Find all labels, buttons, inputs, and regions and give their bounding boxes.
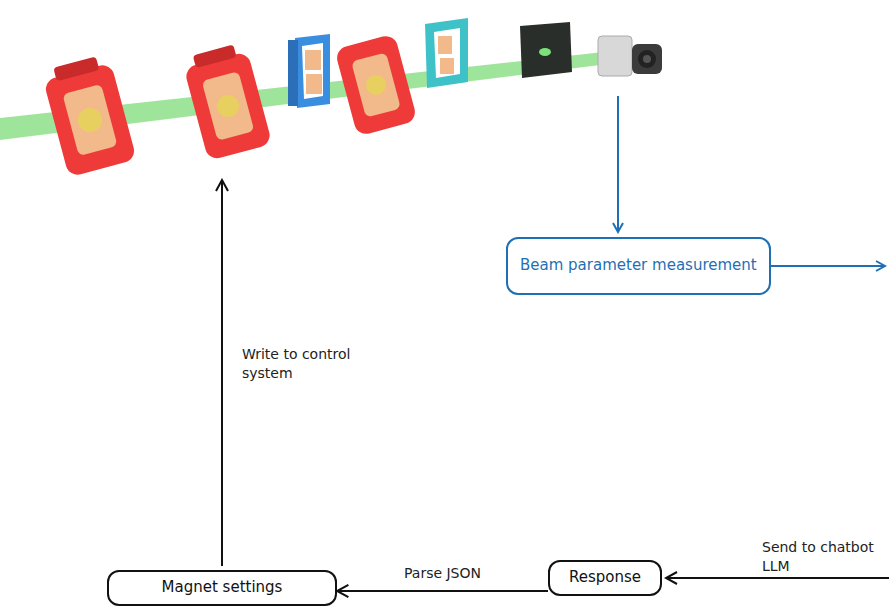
screen [520,22,572,78]
arrow [666,577,889,579]
edge-label: Parse JSON [402,564,483,583]
steerer-magnet [425,18,468,88]
annotation-label: Write to control system [240,345,394,383]
node-text: Response [569,568,641,588]
settings-box: Magnet settings [107,570,337,606]
quadrupole-magnet [184,45,273,161]
node-text: Beam parameter measurement [520,256,757,276]
response-box: Response [548,560,662,596]
arrow [617,96,619,232]
connector-arrow [337,585,548,597]
node-text: Magnet settings [162,578,283,598]
quadrupole-magnet [334,34,417,137]
steerer-magnet [288,34,330,108]
measurement-box: Beam parameter measurement [506,237,771,295]
annotation-label: Send to chatbot LLM [760,538,884,576]
quadrupole-magnet [43,56,136,177]
camera [598,36,662,76]
arrow [221,180,223,566]
